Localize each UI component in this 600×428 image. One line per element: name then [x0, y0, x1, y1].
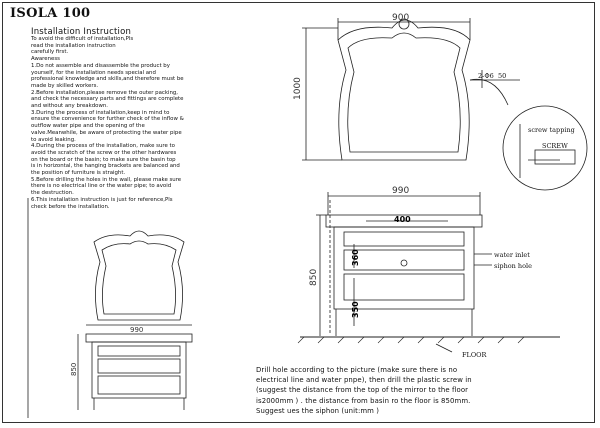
mirror-width-label: 900 [392, 13, 409, 23]
floor-label: FLOOR [462, 351, 487, 359]
small-height-label: 850 [70, 363, 78, 376]
mirror-crest-ornament [398, 18, 410, 30]
mirror-height-label: 1000 [293, 77, 303, 100]
hole-height-label: 350 [351, 301, 360, 318]
mirror-frame [337, 19, 471, 161]
drilling-note: Drill hole according to the picture (mak… [256, 366, 472, 415]
screw-label: SCREW [542, 142, 568, 150]
middle-drawer [343, 249, 465, 271]
small-mirror-frame [93, 230, 185, 321]
page-title: ISOLA 100 [10, 6, 91, 21]
basin-width-label: 400 [394, 215, 411, 224]
small-cabinet-body [91, 341, 187, 399]
small-basin-top [85, 333, 193, 343]
cabinet-body [333, 226, 475, 310]
top-drawer [343, 231, 465, 247]
inlet-height-label: 360 [351, 249, 360, 266]
bottom-drawer [343, 273, 465, 301]
cabinet-width-label: 990 [392, 186, 409, 196]
small-width-label: 990 [130, 326, 143, 334]
screw-icon [534, 149, 576, 165]
instruction-text: To avoid the difficult of installation,P… [31, 36, 184, 210]
screw-detail-circle [502, 105, 588, 191]
hole-depth-label: 50 [498, 72, 506, 80]
screw-tapping-label: screw tapping [528, 126, 575, 134]
hole-spec-label: 2-Φ6 [478, 72, 494, 80]
cabinet-height-label: 850 [309, 269, 319, 286]
instruction-heading: Installation Instruction [31, 27, 132, 37]
drawing-frame [2, 2, 595, 423]
water-inlet-label: water inlet [494, 251, 530, 259]
drain-hole [400, 259, 408, 267]
siphon-hole-label: siphon hole [494, 262, 532, 270]
